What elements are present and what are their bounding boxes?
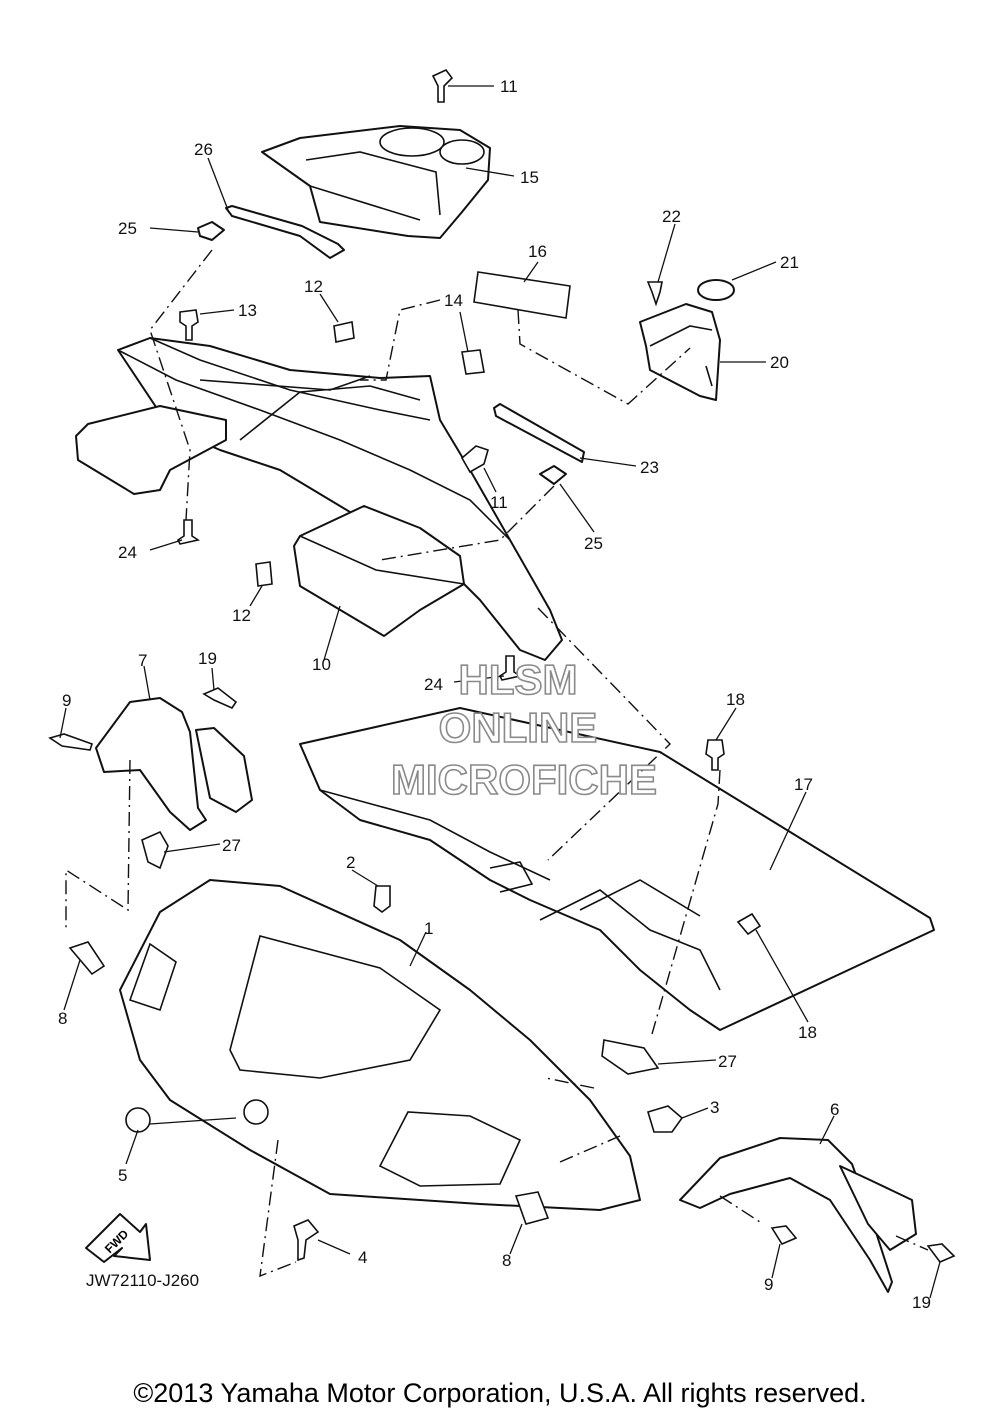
callout-17: 17 <box>794 775 813 794</box>
part-12-nut-bottom <box>255 561 273 587</box>
callout-2: 2 <box>346 853 355 872</box>
part-27-clip-right <box>601 1039 660 1075</box>
part-25-clip-right <box>539 465 567 485</box>
part-16-decal <box>473 271 571 319</box>
part-24-bolt-center <box>498 655 523 681</box>
part-22-screw <box>646 281 663 307</box>
part-4-bolt <box>293 1219 320 1262</box>
copyright-notice: ©2013 Yamaha Motor Corporation, U.S.A. A… <box>133 1378 867 1408</box>
part-27-clip-left <box>141 830 169 870</box>
left-duct <box>75 405 227 495</box>
callout-6: 6 <box>830 1100 839 1119</box>
callout-25-left: 25 <box>118 219 137 238</box>
part-9-bolt-right <box>770 1225 798 1246</box>
callout-19-right: 19 <box>912 1293 931 1312</box>
callout-11-middle: 11 <box>490 493 508 512</box>
callout-24-left: 24 <box>118 543 137 562</box>
callout-12-top: 12 <box>304 277 323 296</box>
part-17-lower-panel <box>299 707 935 1031</box>
part-25-clip <box>197 221 225 241</box>
figure-code: JW72110-J260 <box>86 1271 199 1290</box>
part-18-fastener-bottom <box>736 912 762 936</box>
part-20-vent-cover <box>639 303 721 401</box>
callout-9-left: 9 <box>62 691 71 710</box>
callout-23: 23 <box>640 458 659 477</box>
callout-10: 10 <box>312 655 331 674</box>
part-11-bolt-middle <box>460 445 489 474</box>
part-24-bolt-left <box>176 519 201 545</box>
callout-26: 26 <box>194 140 213 159</box>
assembly-lines <box>65 249 929 1278</box>
part-19-bolt-right <box>926 1243 956 1263</box>
callout-27-right: 27 <box>718 1052 737 1071</box>
part-13-rivet <box>179 309 199 341</box>
part-1-side-panel <box>119 879 641 1211</box>
callout-21: 21 <box>780 253 799 272</box>
part-18-fastener-top <box>705 739 725 771</box>
part-19-bolt-left <box>202 687 238 710</box>
callout-27-left: 27 <box>222 836 241 855</box>
part-11-bolt-top <box>431 69 454 103</box>
fwd-arrow-icon <box>85 1213 151 1263</box>
watermark-line-1: HLSM <box>459 656 578 703</box>
callout-labels: 11 15 26 25 16 22 21 12 13 14 20 23 11 2… <box>58 77 931 1312</box>
part-3-button <box>647 1105 684 1133</box>
callout-15: 15 <box>520 168 539 187</box>
part-21-grommet <box>697 279 735 301</box>
watermark-line-2: ONLINE <box>439 704 598 751</box>
upper-deck-frame <box>117 337 563 661</box>
part-26-strip <box>225 205 345 259</box>
part-8-collar-left <box>68 941 106 976</box>
callout-20: 20 <box>770 353 789 372</box>
callout-4: 4 <box>358 1248 367 1267</box>
callout-18-bottom: 18 <box>798 1023 817 1042</box>
callout-1: 1 <box>424 919 433 938</box>
callout-25-right: 25 <box>584 534 603 553</box>
part-10-duct <box>293 505 465 637</box>
part-2-clip <box>373 885 391 913</box>
part-23-strip <box>493 403 585 463</box>
callout-19-left: 19 <box>198 649 217 668</box>
part-14-clip <box>461 349 485 375</box>
callout-16: 16 <box>528 242 547 261</box>
callout-8-right: 8 <box>502 1251 511 1270</box>
watermark-line-3: MICROFICHE <box>391 756 657 803</box>
callout-13: 13 <box>238 301 257 320</box>
callout-18-top: 18 <box>726 690 745 709</box>
part-15-cup-holder <box>261 125 491 239</box>
leader-lines <box>59 85 941 1299</box>
callout-7: 7 <box>138 651 147 670</box>
callout-24-center: 24 <box>424 675 443 694</box>
callout-9-right: 9 <box>764 1275 773 1294</box>
part-8-collar-right <box>514 1191 550 1225</box>
part-9-bolt-left <box>48 733 94 751</box>
part-6-fender-right <box>679 1137 917 1293</box>
part-5-grille <box>125 1107 151 1133</box>
callout-3: 3 <box>710 1098 719 1117</box>
callout-11-top: 11 <box>500 77 518 96</box>
watermark: HLSM ONLINE MICROFICHE <box>390 655 658 804</box>
callout-12-bottom: 12 <box>232 606 251 625</box>
part-7-fender-left <box>95 697 253 831</box>
callout-22: 22 <box>662 207 681 226</box>
callout-5: 5 <box>118 1166 127 1185</box>
callout-14: 14 <box>444 291 463 310</box>
part-12-nut-top <box>333 321 355 343</box>
callout-8-left: 8 <box>58 1009 67 1028</box>
